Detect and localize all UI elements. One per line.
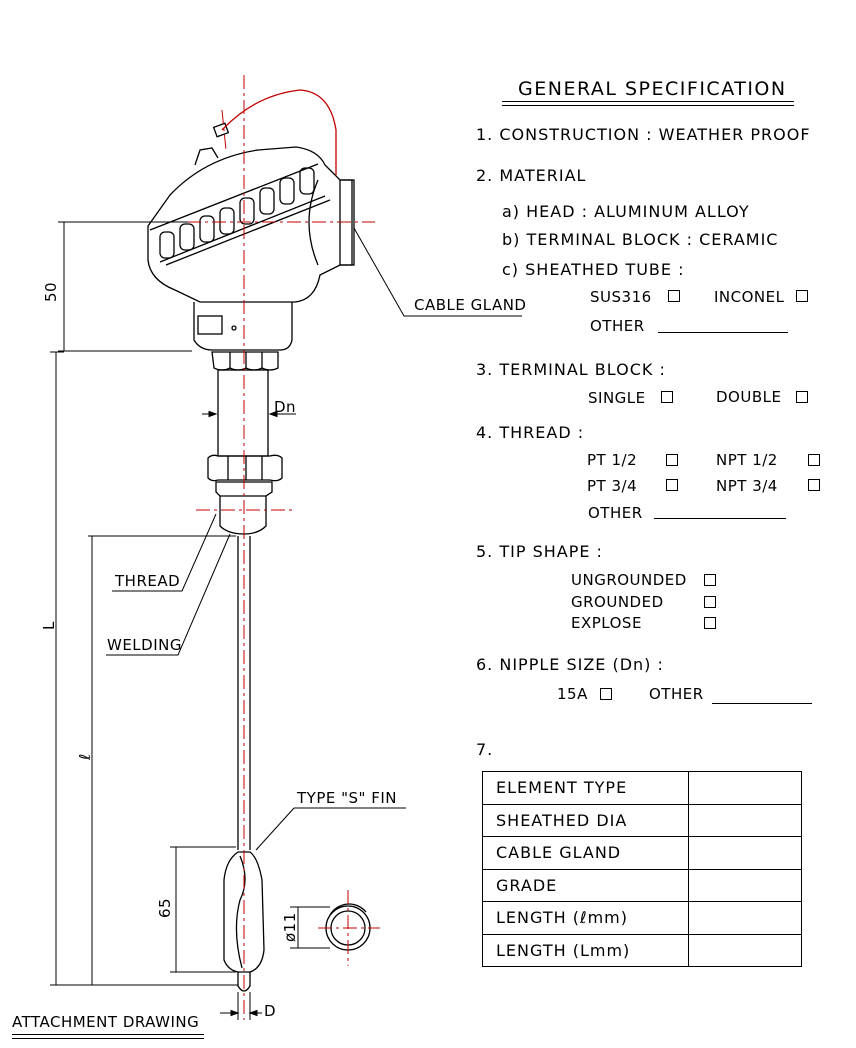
attachment-drawing-caption: ATTACHMENT DRAWING [12,1013,200,1031]
upper-nut [211,351,279,371]
spec-material-head: a) HEAD : ALUMINUM ALLOY [502,202,750,221]
option-sus316-label: SUS316 [590,288,652,306]
table-label: ELEMENT TYPE [482,771,689,805]
option-thread-other-label: OTHER [588,504,643,522]
spec-material-terminal: b) TERMINAL BLOCK : CERAMIC [502,230,779,249]
table-label: GRADE [482,868,689,902]
spec-nipple-size: 6. NIPPLE SIZE (Dn) : [476,655,664,674]
option-explose-label: EXPLOSE [571,614,642,632]
option-15a-label: 15A [557,685,588,703]
checkbox-double[interactable] [796,391,808,403]
caption-rule-2 [12,1038,204,1039]
spec-thread: 4. THREAD : [476,423,585,442]
dim-head: 50 [42,282,60,302]
dim-insertion: ℓ [76,753,94,761]
spec-table: ELEMENT TYPE SHEATHED DIA CABLE GLAND GR… [482,771,802,967]
checkbox-sus316[interactable] [668,290,680,302]
checkbox-single[interactable] [661,391,673,403]
head-ribs [159,167,315,259]
checkbox-npt12[interactable] [808,454,820,466]
fin-label: TYPE "S" FIN [296,789,397,807]
dim-tube-dia: D [264,1002,276,1020]
checkbox-grounded[interactable] [704,596,716,608]
dim-fin: 65 [156,898,174,918]
table-label: CABLE GLAND [482,836,689,870]
table-value-cell[interactable] [688,868,802,902]
option-inconel-label: INCONEL [714,288,785,306]
table-value-cell[interactable] [688,836,802,870]
table-value-cell[interactable] [688,933,802,967]
title-underline [502,101,794,102]
checkbox-npt34[interactable] [808,479,820,491]
dim-total: L [40,621,58,630]
table-value-cell[interactable] [688,901,802,935]
option-npt12-label: NPT 1/2 [716,451,778,469]
table-value-cell[interactable] [688,803,802,837]
table-row: LENGTH (ℓmm) [482,901,802,935]
option-nipple-other-label: OTHER [649,685,704,703]
table-row: LENGTH (Lmm) [482,933,802,967]
option-tube-other-label: OTHER [590,317,645,335]
spec-terminal-block: 3. TERMINAL BLOCK : [476,360,666,379]
checkbox-explose[interactable] [704,617,716,629]
option-ungrounded-label: UNGROUNDED [571,571,687,589]
checkbox-pt12[interactable] [666,454,678,466]
table-value-cell[interactable] [688,771,802,805]
table-label: SHEATHED DIA [482,803,689,837]
spec-item-7: 7. [476,740,494,759]
caption-rule [12,1034,204,1035]
dim-nipple: Dn [274,398,296,416]
option-single-label: SINGLE [588,389,646,407]
title-underline-2 [502,105,794,106]
thread-label: THREAD [114,572,180,590]
tube-other-field[interactable] [658,332,788,333]
spec-construction: 1. CONSTRUCTION : WEATHER PROOF [476,125,811,144]
spec-title: GENERAL SPECIFICATION [518,78,787,100]
spec-material: 2. MATERIAL [476,166,587,185]
table-row: CABLE GLAND [482,836,802,870]
checkbox-ungrounded[interactable] [704,574,716,586]
table-row: SHEATHED DIA [482,803,802,837]
checkbox-pt34[interactable] [666,479,678,491]
spec-tip-shape: 5. TIP SHAPE : [476,542,603,561]
nipple [217,369,269,457]
option-pt12-label: PT 1/2 [587,451,638,469]
dim-fin-dia: ø11 [281,912,299,942]
cable-gland-label: CABLE GLAND [414,296,527,314]
checkbox-15a[interactable] [600,688,612,700]
option-grounded-label: GROUNDED [571,593,664,611]
table-row: ELEMENT TYPE [482,771,802,805]
table-row: GRADE [482,868,802,902]
table-label: LENGTH (ℓmm) [482,901,689,935]
welding-label: WELDING [107,636,182,654]
thread-other-field[interactable] [654,518,786,519]
option-double-label: DOUBLE [716,388,782,406]
option-pt34-label: PT 3/4 [587,477,638,495]
checkbox-inconel[interactable] [796,290,808,302]
nipple-other-field[interactable] [712,703,812,704]
cable-arc [221,89,337,175]
lower-nut [207,454,283,482]
table-label: LENGTH (Lmm) [482,933,689,967]
spec-material-tube: c) SHEATHED TUBE : [502,260,685,279]
option-npt34-label: NPT 3/4 [716,477,778,495]
